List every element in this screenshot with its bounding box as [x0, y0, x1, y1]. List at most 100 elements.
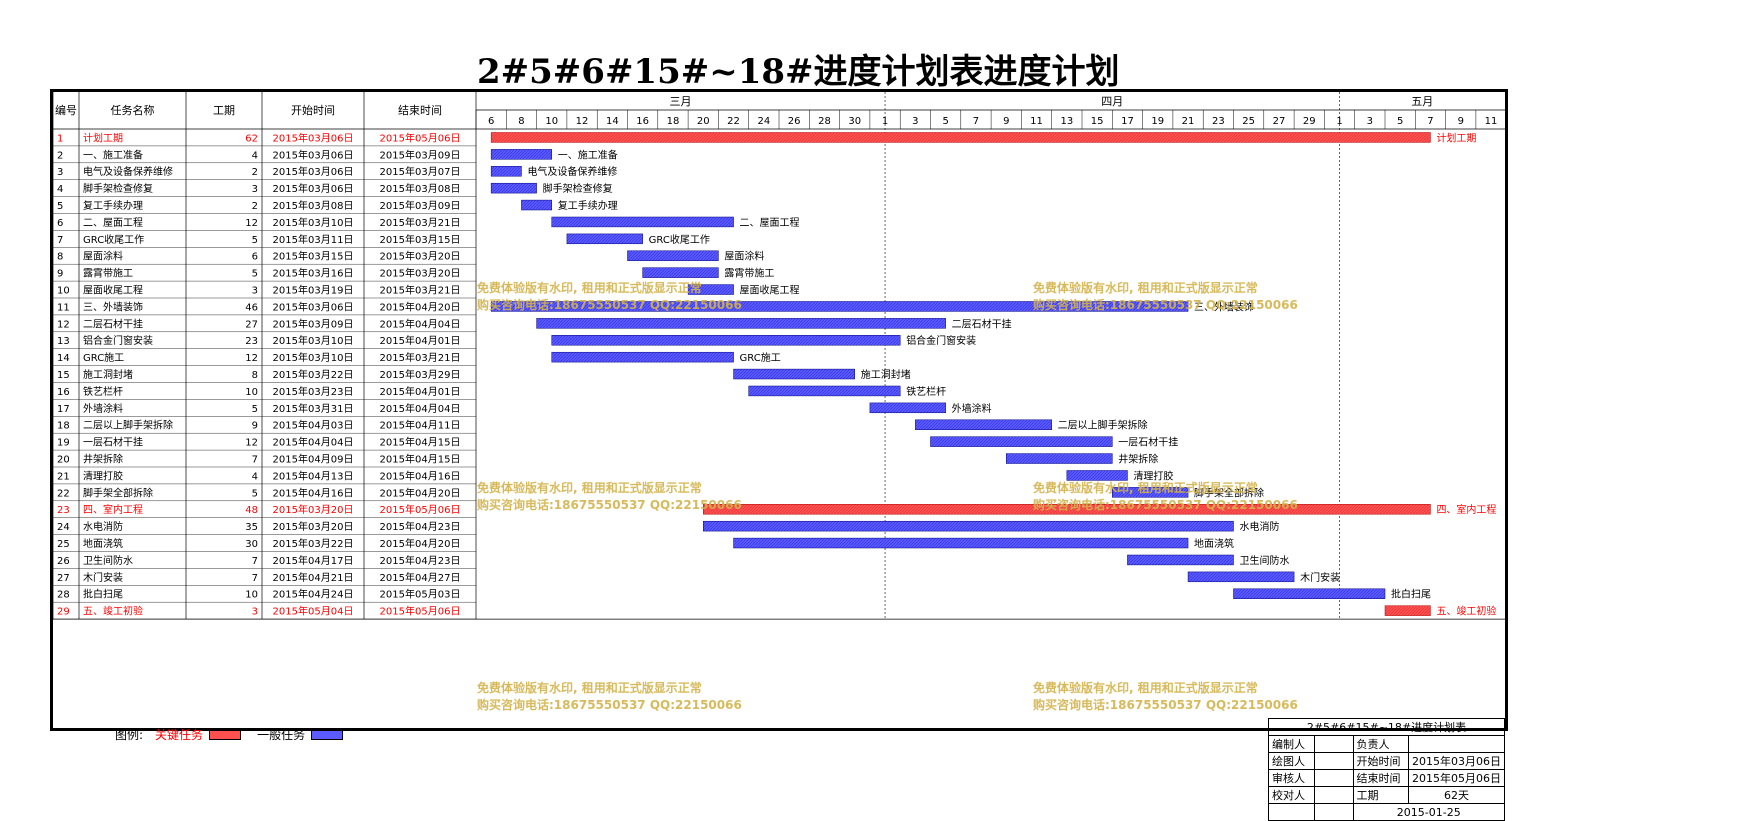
task-start: 2015年04月13日	[273, 469, 354, 482]
task-start: 2015年03月06日	[273, 148, 354, 161]
task-name: 批白扫尾	[83, 588, 123, 601]
task-id: 16	[57, 387, 70, 398]
info-value	[1313, 803, 1354, 821]
task-bar-label: 外墙涂料	[952, 402, 992, 415]
task-duration: 5	[252, 269, 258, 280]
task-start: 2015年04月21日	[273, 571, 354, 584]
task-duration: 27	[245, 319, 258, 330]
task-end: 2015年04月15日	[380, 453, 461, 466]
info-value	[1407, 735, 1506, 753]
task-duration: 3	[252, 607, 258, 618]
task-name: GRC收尾工作	[83, 233, 144, 246]
task-end: 2015年03月07日	[380, 165, 461, 178]
task-bar-label: 脚手架全部拆除	[1194, 486, 1264, 499]
task-name: 二、屋面工程	[83, 217, 143, 229]
day-tick-label: 30	[848, 116, 861, 127]
task-name: 水电消防	[83, 520, 123, 533]
task-end: 2015年04月16日	[380, 469, 461, 482]
column-header-num: 编号	[55, 103, 77, 117]
legend-critical-swatch	[209, 729, 242, 740]
task-name: 一层石材干挂	[83, 436, 143, 449]
info-title: 2#5#6#15#~18#进度计划表	[1268, 718, 1505, 736]
task-id: 27	[57, 573, 70, 584]
task-duration: 62	[245, 133, 258, 144]
task-start: 2015年03月20日	[273, 520, 354, 533]
info-value	[1313, 786, 1354, 804]
task-start: 2015年04月04日	[273, 436, 354, 449]
task-duration: 10	[245, 590, 258, 601]
task-bar	[733, 537, 1189, 549]
task-end: 2015年04月27日	[380, 571, 461, 584]
task-start: 2015年03月06日	[273, 182, 354, 195]
task-id: 17	[57, 404, 70, 415]
task-end: 2015年04月15日	[380, 436, 461, 449]
watermark-text: 购买咨询电话:18675550537 QQ:22150066	[1033, 697, 1298, 712]
task-start: 2015年03月20日	[273, 503, 354, 516]
task-start: 2015年03月10日	[273, 351, 354, 364]
task-start: 2015年03月23日	[273, 385, 354, 398]
info-value	[1268, 803, 1315, 821]
day-tick-label: 21	[1182, 116, 1195, 127]
task-bar	[930, 436, 1113, 447]
task-id: 21	[57, 471, 70, 482]
task-end: 2015年04月23日	[380, 554, 461, 567]
task-id: 14	[57, 353, 70, 364]
task-bar-label: 二层石材干挂	[952, 317, 1012, 330]
day-tick-label: 22	[727, 116, 740, 127]
watermark-text: 购买咨询电话:18675550537 QQ:22150066	[1033, 497, 1298, 512]
task-duration: 12	[245, 438, 258, 449]
task-end: 2015年03月21日	[380, 351, 461, 364]
task-start: 2015年05月04日	[273, 605, 354, 618]
task-bar	[687, 284, 734, 295]
task-bar	[1127, 554, 1234, 566]
task-bar	[566, 233, 643, 245]
task-start: 2015年03月31日	[273, 402, 354, 415]
day-tick-label: 13	[1060, 116, 1073, 127]
watermark-text: 免费体验版有水印, 租用和正式版显示正常	[1033, 280, 1258, 295]
watermark-text: 免费体验版有水印, 租用和正式版显示正常	[477, 680, 702, 695]
task-duration: 5	[252, 235, 258, 246]
info-value: 2015年03月06日	[1407, 752, 1506, 770]
day-tick-label: 23	[1212, 116, 1225, 127]
task-start: 2015年03月09日	[273, 317, 354, 330]
watermark-text: 免费体验版有水印, 租用和正式版显示正常	[477, 480, 702, 495]
day-tick-label: 26	[788, 116, 801, 127]
task-name: 卫生间防水	[83, 554, 133, 567]
task-duration: 23	[245, 336, 258, 347]
info-label: 开始时间	[1352, 752, 1409, 770]
task-end: 2015年03月09日	[380, 199, 461, 212]
task-name: 二层以上脚手架拆除	[83, 419, 173, 432]
task-end: 2015年04月04日	[380, 402, 461, 415]
task-bar	[551, 335, 901, 346]
task-id: 11	[57, 302, 70, 313]
task-end: 2015年03月09日	[380, 148, 461, 161]
task-start: 2015年03月16日	[273, 267, 354, 280]
task-start: 2015年03月19日	[273, 284, 354, 297]
month-label: 三月	[670, 95, 692, 108]
watermark-text: 免费体验版有水印, 租用和正式版显示正常	[477, 280, 702, 295]
task-start: 2015年03月06日	[273, 165, 354, 178]
task-bar-label: 卫生间防水	[1240, 554, 1290, 567]
task-bar	[1384, 605, 1431, 616]
day-tick-label: 9	[1458, 116, 1464, 127]
task-bar-label: 批白扫尾	[1391, 588, 1431, 601]
day-tick-label: 19	[1151, 116, 1164, 127]
day-tick-label: 27	[1273, 116, 1286, 127]
task-end: 2015年03月20日	[380, 267, 461, 280]
task-bar	[490, 301, 1189, 312]
task-end: 2015年03月15日	[380, 233, 461, 246]
task-bar	[627, 250, 719, 261]
task-bar	[1006, 453, 1113, 464]
task-duration: 6	[252, 252, 258, 263]
day-tick-label: 15	[1091, 116, 1104, 127]
info-label: 负责人	[1352, 735, 1409, 753]
info-date: 2015-01-25	[1352, 803, 1506, 821]
task-duration: 8	[252, 370, 258, 381]
task-id: 25	[57, 539, 70, 550]
task-bar-label: 地面浇筑	[1194, 537, 1234, 550]
task-name: 三、外墙装饰	[83, 300, 143, 313]
task-bar	[915, 419, 1052, 430]
task-end: 2015年03月21日	[380, 216, 461, 229]
task-duration: 3	[252, 184, 258, 195]
day-tick-label: 3	[912, 116, 918, 127]
